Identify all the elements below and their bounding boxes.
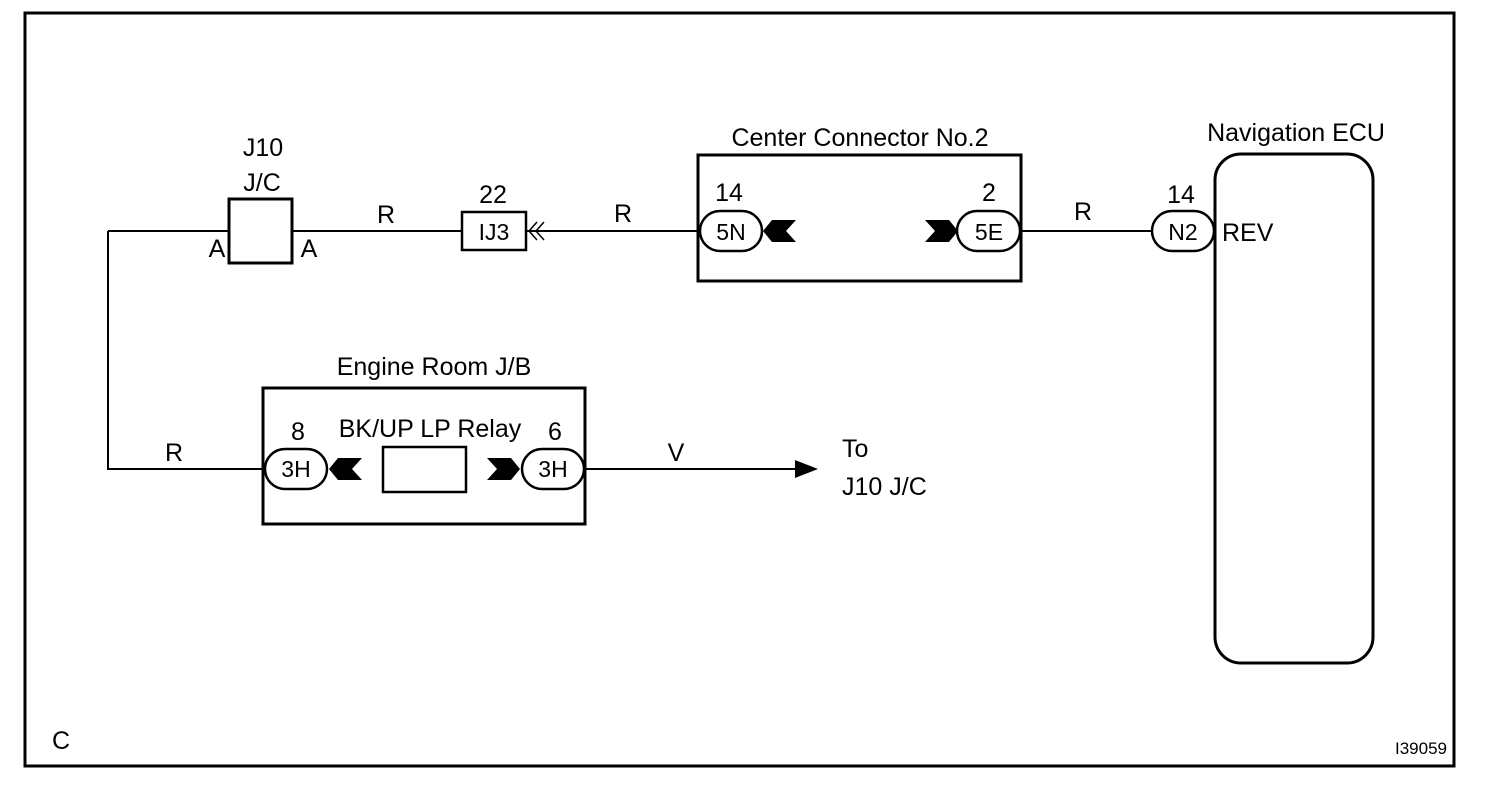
wire-color-label-1: R [377, 201, 395, 229]
ij3-code: IJ3 [479, 219, 510, 245]
ecu-terminal-rev: REV [1222, 219, 1274, 247]
wire-color-label-2: R [614, 200, 632, 228]
jb-left-pin-number: 8 [291, 418, 305, 446]
j10-type: J/C [243, 169, 281, 197]
wire-color-label-3: R [1074, 198, 1092, 226]
center-right-pin-number: 2 [982, 179, 996, 207]
ecu-pin-number: 14 [1167, 181, 1195, 209]
relay-body [381, 445, 468, 494]
connector-5n [698, 209, 764, 253]
wire-left-vertical [107, 231, 265, 470]
left-terminal-icon [763, 220, 796, 242]
connector-3h-right [520, 447, 586, 491]
j10-pin-left: A [209, 235, 226, 263]
relay-right-terminal-icon [487, 458, 520, 480]
destination-line2: J10 J/C [842, 473, 927, 501]
connector-n2 [1150, 209, 1216, 253]
wire-color-label-5: V [668, 439, 685, 467]
center-left-pin-number: 14 [715, 179, 743, 207]
connector-3h-left-code: 3H [281, 456, 310, 482]
relay-left-terminal-icon [329, 458, 362, 480]
relay-name: BK/UP LP Relay [339, 415, 522, 443]
engine-jb-title: Engine Room J/B [337, 353, 532, 381]
destination-line1: To [842, 435, 868, 463]
connector-3h-right-code: 3H [538, 456, 567, 482]
ij3-connector [460, 210, 528, 252]
connector-5n-code: 5N [716, 219, 745, 245]
navigation-ecu-title: Navigation ECU [1207, 119, 1385, 147]
j10-junction-box [227, 197, 294, 265]
jb-right-pin-number: 6 [548, 418, 562, 446]
j10-name: J10 [243, 134, 283, 162]
wire-color-label-4: R [165, 439, 183, 467]
ij3-pin-number: 22 [479, 181, 507, 209]
j10-pin-right: A [301, 235, 318, 263]
right-terminal-icon [925, 220, 958, 242]
destination-arrow-icon [795, 460, 818, 478]
connector-n2-code: N2 [1168, 219, 1197, 245]
connector-5e-code: 5E [975, 219, 1003, 245]
connector-3h-left [263, 447, 329, 491]
center-connector-title: Center Connector No.2 [731, 124, 988, 152]
navigation-ecu-box [1213, 152, 1375, 665]
figure-id: I39059 [1395, 739, 1447, 758]
corner-label: C [52, 727, 70, 755]
diagram-frame [23, 11, 1456, 768]
plug-chevron-icon [527, 221, 545, 241]
